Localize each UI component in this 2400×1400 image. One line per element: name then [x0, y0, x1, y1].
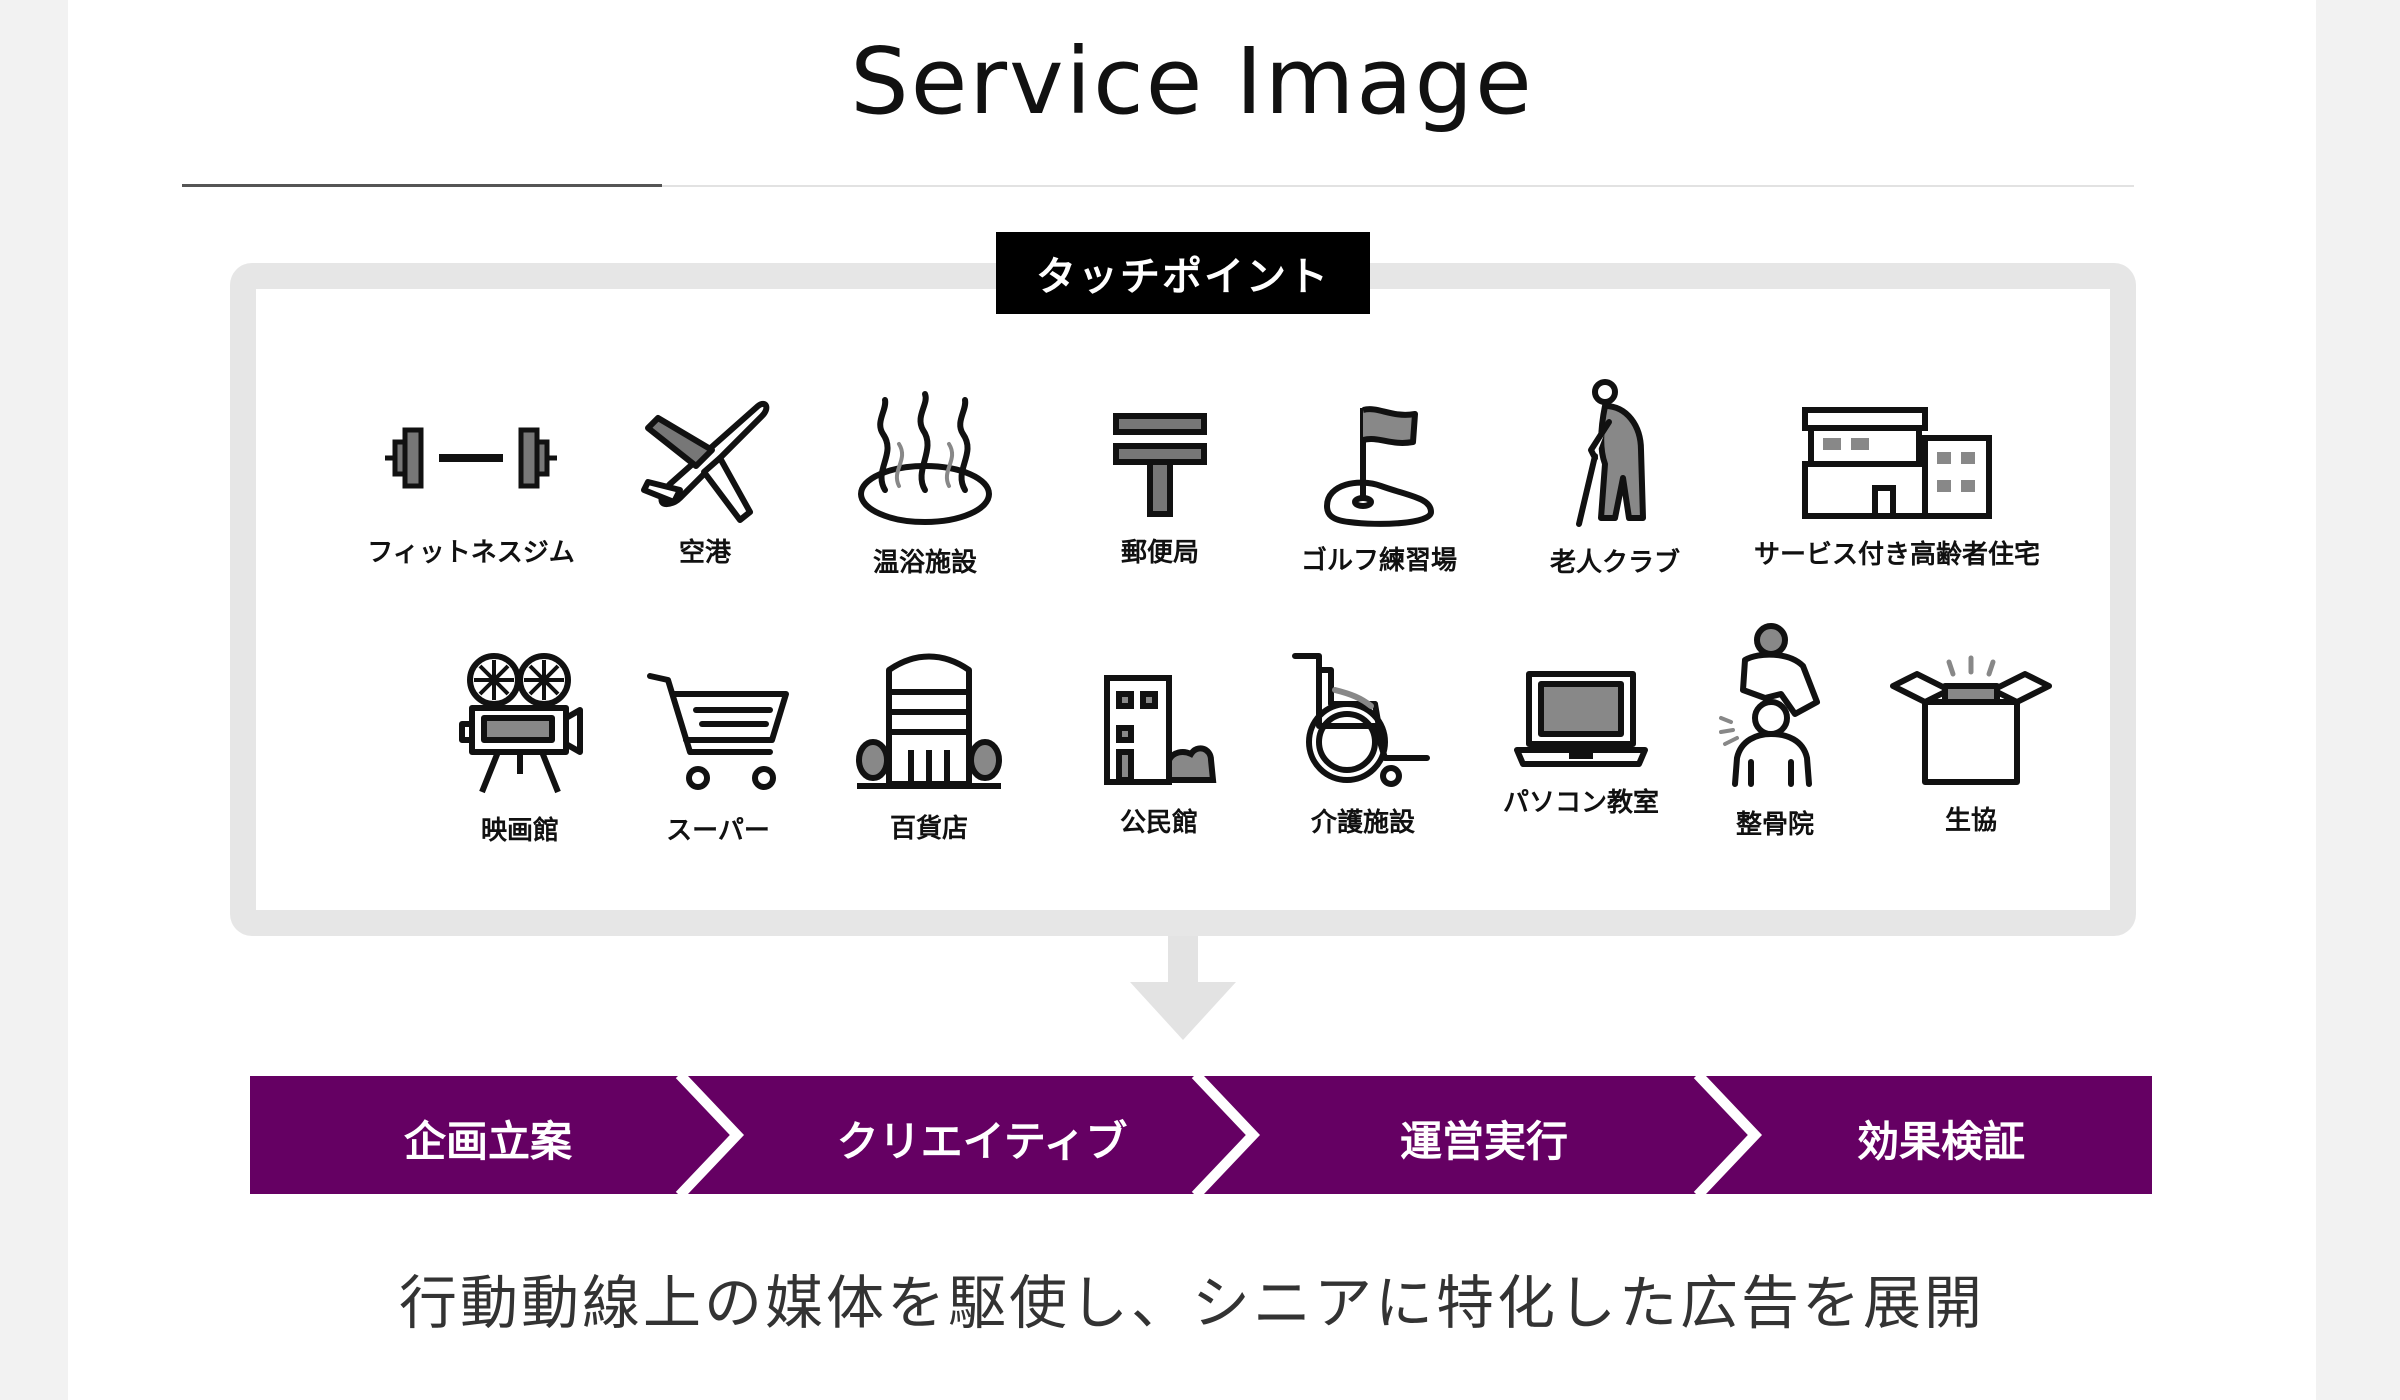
down-arrow-icon — [1130, 936, 1236, 1040]
touchpoint-label-care-facility: 介護施設 — [1310, 808, 1415, 838]
touchpoint-hot-spring: 温浴施設 — [775, 390, 1075, 579]
touchpoint-supermarket: スーパー — [568, 666, 868, 847]
touchpoint-osteopathy: 整骨院 — [1625, 620, 1925, 841]
touchpoint-label-airport: 空港 — [678, 538, 731, 568]
flow-segment-planning — [250, 1076, 734, 1194]
touchpoint-label-supermarket: スーパー — [666, 816, 770, 846]
title-divider-accent — [182, 184, 662, 187]
massage-icon — [1719, 623, 1820, 787]
flow-step-creative: クリエイティブ — [836, 1117, 1128, 1166]
touchpoint-senior-club: 老人クラブ — [1465, 378, 1765, 579]
touchpoint-cinema: 映画館 — [370, 652, 670, 847]
touchpoint-golf-range: ゴルフ練習場 — [1229, 402, 1529, 577]
touchpoint-post-office: 郵便局 — [1010, 412, 1310, 569]
shopping-cart-icon — [647, 673, 789, 790]
elderly-person-icon — [1576, 379, 1646, 527]
touchpoint-label-department-store: 百貨店 — [889, 814, 968, 844]
touchpoint-airport: 空港 — [555, 398, 855, 569]
golf-flag-icon — [1324, 406, 1434, 527]
flow-chevron-divider — [1693, 1076, 1757, 1196]
touchpoint-label-community-center: 公民館 — [1119, 808, 1198, 838]
flow-step-evaluation: 効果検証 — [1856, 1117, 2026, 1166]
touchpoint-label-senior-housing: サービス付き高齢者住宅 — [1753, 540, 2040, 570]
title-divider — [182, 185, 2134, 187]
touchpoint-label-pc-class: パソコン教室 — [1502, 788, 1659, 818]
touchpoint-senior-housing: サービス付き高齢者住宅 — [1747, 404, 2047, 571]
touchpoint-label-golf-range: ゴルフ練習場 — [1300, 546, 1457, 576]
post-office-icon — [1113, 413, 1207, 517]
hot-spring-icon — [858, 391, 992, 525]
dumbbell-icon — [385, 427, 557, 489]
housing-building-icon — [1802, 407, 1992, 519]
flow-chevron-divider — [675, 1076, 739, 1196]
touchpoint-label-co-op: 生協 — [1944, 806, 1997, 836]
open-box-icon — [1890, 655, 2052, 785]
flow-segment-operation — [1204, 1076, 1752, 1194]
touchpoint-department-store: 百貨店 — [779, 650, 1079, 845]
touchpoint-label: タッチポイント — [996, 232, 1370, 314]
flow-step-operation: 運営実行 — [1399, 1117, 1569, 1166]
laptop-icon — [1514, 671, 1648, 767]
touchpoint-label-fitness-gym: フィットネスジム — [367, 538, 575, 568]
flow-segment-evaluation — [1706, 1076, 2152, 1194]
tagline: 行動動線上の媒体を駆使し、シニアに特化した広告を展開 — [398, 1269, 1985, 1337]
touchpoint-co-op: 生協 — [1821, 655, 2121, 837]
touchpoint-pc-class: パソコン教室 — [1431, 668, 1731, 819]
community-center-icon — [1104, 675, 1217, 785]
touchpoint-label-osteopathy: 整骨院 — [1735, 810, 1814, 840]
flow-segment-creative — [688, 1076, 1250, 1194]
touchpoint-label-hot-spring: 温浴施設 — [872, 548, 977, 578]
department-store-icon — [856, 653, 1002, 789]
touchpoint-care-facility: 介護施設 — [1213, 650, 1513, 839]
page-title: Service Image — [850, 28, 1534, 135]
flow-chevron-divider — [1191, 1076, 1255, 1196]
touchpoint-label-cinema: 映画館 — [480, 816, 559, 846]
airplane-icon — [641, 400, 770, 523]
touchpoint-label-post-office: 郵便局 — [1120, 538, 1199, 568]
touchpoint-fitness-gym: フィットネスジム — [321, 398, 621, 569]
service-image-panel: Service Image タッチポイント フィットネスジム — [68, 0, 2316, 1400]
movie-camera-icon — [459, 653, 583, 794]
flow-step-planning: 企画立案 — [403, 1117, 573, 1166]
touchpoint-label-senior-club: 老人クラブ — [1549, 548, 1680, 578]
wheelchair-icon — [1292, 653, 1430, 787]
process-flow — [250, 1076, 2152, 1196]
touchpoint-community-center: 公民館 — [1009, 672, 1309, 839]
